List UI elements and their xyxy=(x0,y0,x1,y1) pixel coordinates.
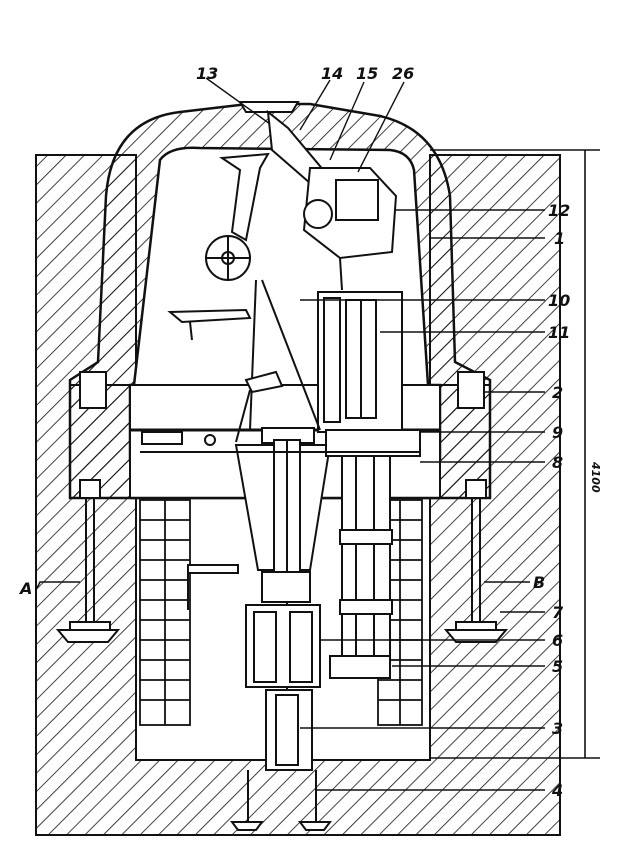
left-anchor-bolt xyxy=(55,371,121,643)
label-15: 15 xyxy=(356,64,378,83)
label-A: A xyxy=(18,579,32,598)
label-2: 2 xyxy=(552,383,563,402)
right-anchor-bolt xyxy=(443,371,509,643)
label-14: 14 xyxy=(321,64,343,83)
leader-lines xyxy=(35,77,545,791)
label-7: 7 xyxy=(552,603,564,622)
label-4: 4 xyxy=(551,781,563,800)
label-1: 1 xyxy=(554,229,565,248)
label-11: 11 xyxy=(548,323,570,342)
height-dimension-line xyxy=(430,149,600,759)
label-9: 9 xyxy=(552,423,563,442)
height-dimension-label: 4100 xyxy=(589,461,602,493)
left-brick-pillar xyxy=(139,499,191,726)
label-B: B xyxy=(533,573,545,592)
label-26: 26 xyxy=(392,64,414,83)
label-13: 13 xyxy=(196,64,218,83)
label-8: 8 xyxy=(552,453,563,472)
central-column xyxy=(187,427,332,831)
label-6: 6 xyxy=(552,631,563,650)
upper-mechanism xyxy=(141,101,398,446)
label-5: 5 xyxy=(552,657,563,676)
label-10: 10 xyxy=(548,291,570,310)
label-12: 12 xyxy=(548,201,570,220)
label-3: 3 xyxy=(552,719,563,738)
